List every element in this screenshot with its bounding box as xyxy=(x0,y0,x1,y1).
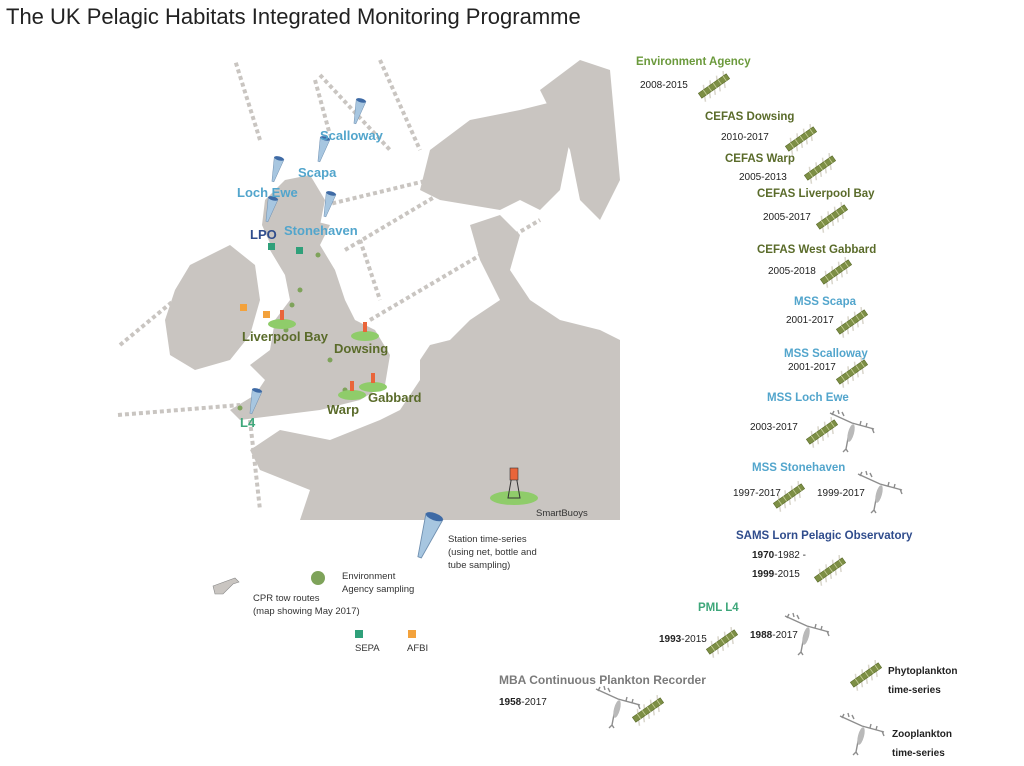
pml-zoo-bold: 1988 xyxy=(750,630,773,641)
programme-ea-name: Environment Agency xyxy=(636,56,751,68)
programme-ea-years: 2008-2015 xyxy=(640,80,688,91)
sepa-icon xyxy=(355,630,363,638)
phytoplankton-icon xyxy=(629,693,668,728)
pml-phyto-bold: 1993 xyxy=(659,634,682,645)
legend-zoo-line1: Zooplankton xyxy=(892,729,952,740)
phytoplankton-icon xyxy=(803,415,842,450)
pml-phyto-rest: -2015 xyxy=(681,634,707,645)
ea-sampling-icon xyxy=(311,571,325,585)
phytoplankton-icon xyxy=(703,625,742,660)
programme-stonehaven-zoo-years: 1999-2017 xyxy=(817,488,865,499)
sams-y2-rest: -2015 xyxy=(774,569,800,580)
legend-afbi: AFBI xyxy=(407,643,429,654)
afbi-markers xyxy=(240,304,270,318)
smartbuoy-sites xyxy=(268,310,387,400)
pml-zoo-rest: -2017 xyxy=(772,630,798,641)
programme-lochewe-years: 2003-2017 xyxy=(750,422,798,433)
phytoplankton-icon xyxy=(801,151,840,186)
programme-sams-years-1: 1970-1982 - xyxy=(752,550,806,561)
programme-liverpool-name: CEFAS Liverpool Bay xyxy=(757,188,875,200)
phytoplankton-icon xyxy=(782,122,821,157)
zooplankton-icon xyxy=(829,409,875,453)
legend-station-timeseries: Station time-series (using net, bottle a… xyxy=(448,533,537,572)
map-label-scalloway: Scalloway xyxy=(320,128,383,143)
programme-scapa-name: MSS Scapa xyxy=(794,296,856,308)
legend-phyto-line2: time-series xyxy=(888,685,941,696)
map-label-stonehaven: Stonehaven xyxy=(284,223,358,238)
map-label-lpo: LPO xyxy=(250,227,277,242)
phytoplankton-icon xyxy=(695,69,734,104)
zooplankton-legend-icon xyxy=(839,712,885,756)
sams-y1-rest: -1982 - xyxy=(774,550,806,561)
programme-gabbard-name: CEFAS West Gabbard xyxy=(757,244,877,256)
programme-liverpool-years: 2005-2017 xyxy=(763,212,811,223)
programme-stonehaven-phyto-years: 1997-2017 xyxy=(733,488,781,499)
phytoplankton-icon xyxy=(833,305,872,340)
programme-warp-years: 2005-2013 xyxy=(739,172,787,183)
programme-mba-name: MBA Continuous Plankton Recorder xyxy=(499,673,706,687)
map-label-loch-ewe: Loch Ewe xyxy=(237,185,298,200)
land xyxy=(165,60,620,520)
smartbuoy-icon xyxy=(490,467,538,505)
afbi-icon xyxy=(408,630,416,638)
phytoplankton-legend-icon xyxy=(847,658,886,693)
legend-ea-line1: Environment xyxy=(342,571,396,582)
programme-mba-years: 1958-2017 xyxy=(499,697,547,708)
legend-station-line3: tube sampling) xyxy=(448,560,511,571)
programme-pml-phyto-years: 1993-2015 xyxy=(659,634,707,645)
programme-scalloway-years: 2001-2017 xyxy=(788,362,836,373)
zooplankton-icon xyxy=(857,470,903,514)
programme-lochewe-name: MSS Loch Ewe xyxy=(767,392,849,404)
legend-station-line2: (using net, bottle and xyxy=(448,547,537,558)
programme-dowsing-name: CEFAS Dowsing xyxy=(705,111,795,123)
map-label-gabbard: Gabbard xyxy=(368,390,422,405)
map-label-l4: L4 xyxy=(240,415,256,430)
map-label-warp: Warp xyxy=(327,402,360,417)
station-net-icon xyxy=(410,509,445,562)
phytoplankton-icon xyxy=(811,553,850,588)
legend-cpr-line1: CPR tow routes xyxy=(253,593,320,604)
zooplankton-icon xyxy=(595,685,641,729)
legend-zoo-line2: time-series xyxy=(892,748,945,759)
map-label-liverpool-bay: Liverpool Bay xyxy=(242,329,328,344)
map xyxy=(117,59,620,520)
page-title: The UK Pelagic Habitats Integrated Monit… xyxy=(6,4,581,29)
programme-stonehaven-name: MSS Stonehaven xyxy=(752,462,846,474)
zooplankton-icon xyxy=(784,612,830,656)
programme-pml-zoo-years: 1988-2017 xyxy=(750,630,798,641)
phytoplankton-icon xyxy=(770,479,809,514)
phytoplankton-icon xyxy=(817,255,856,290)
sams-y1-bold: 1970 xyxy=(752,550,775,561)
programme-warp-name: CEFAS Warp xyxy=(725,153,795,165)
phytoplankton-icon xyxy=(813,200,852,235)
cpr-route-icon xyxy=(212,577,240,595)
map-label-scapa: Scapa xyxy=(298,165,337,180)
legend-phytoplankton: Phytoplankton time-series xyxy=(888,662,957,700)
legend-ea-line2: Agency sampling xyxy=(342,584,415,595)
legend-cpr-line2: (map showing May 2017) xyxy=(253,606,360,617)
legend-sepa: SEPA xyxy=(355,643,380,654)
mba-rest: -2017 xyxy=(521,697,547,708)
programme-dowsing-years: 2010-2017 xyxy=(721,132,769,143)
legend-cpr-routes: CPR tow routes (map showing May 2017) xyxy=(253,592,360,618)
sepa-markers xyxy=(268,243,303,254)
legend-phyto-line1: Phytoplankton xyxy=(888,666,958,677)
programme-pml-name: PML L4 xyxy=(698,602,739,614)
legend-ea-sampling: Environment Agency sampling xyxy=(342,570,414,596)
mba-bold: 1958 xyxy=(499,697,522,708)
programme-gabbard-years: 2005-2018 xyxy=(768,266,816,277)
programme-scalloway-name: MSS Scalloway xyxy=(784,348,868,360)
map-label-dowsing: Dowsing xyxy=(334,341,389,356)
phytoplankton-icon xyxy=(833,355,872,390)
legend-smartbuoys: SmartBuoys xyxy=(536,508,588,519)
legend-station-line1: Station time-series xyxy=(448,534,527,545)
legend-zooplankton: Zooplankton time-series xyxy=(892,725,952,763)
programme-sams-years-2: 1999-2015 xyxy=(752,569,800,580)
sams-y2-bold: 1999 xyxy=(752,569,775,580)
programme-sams-name: SAMS Lorn Pelagic Observatory xyxy=(736,530,913,542)
programme-scapa-years: 2001-2017 xyxy=(786,315,834,326)
